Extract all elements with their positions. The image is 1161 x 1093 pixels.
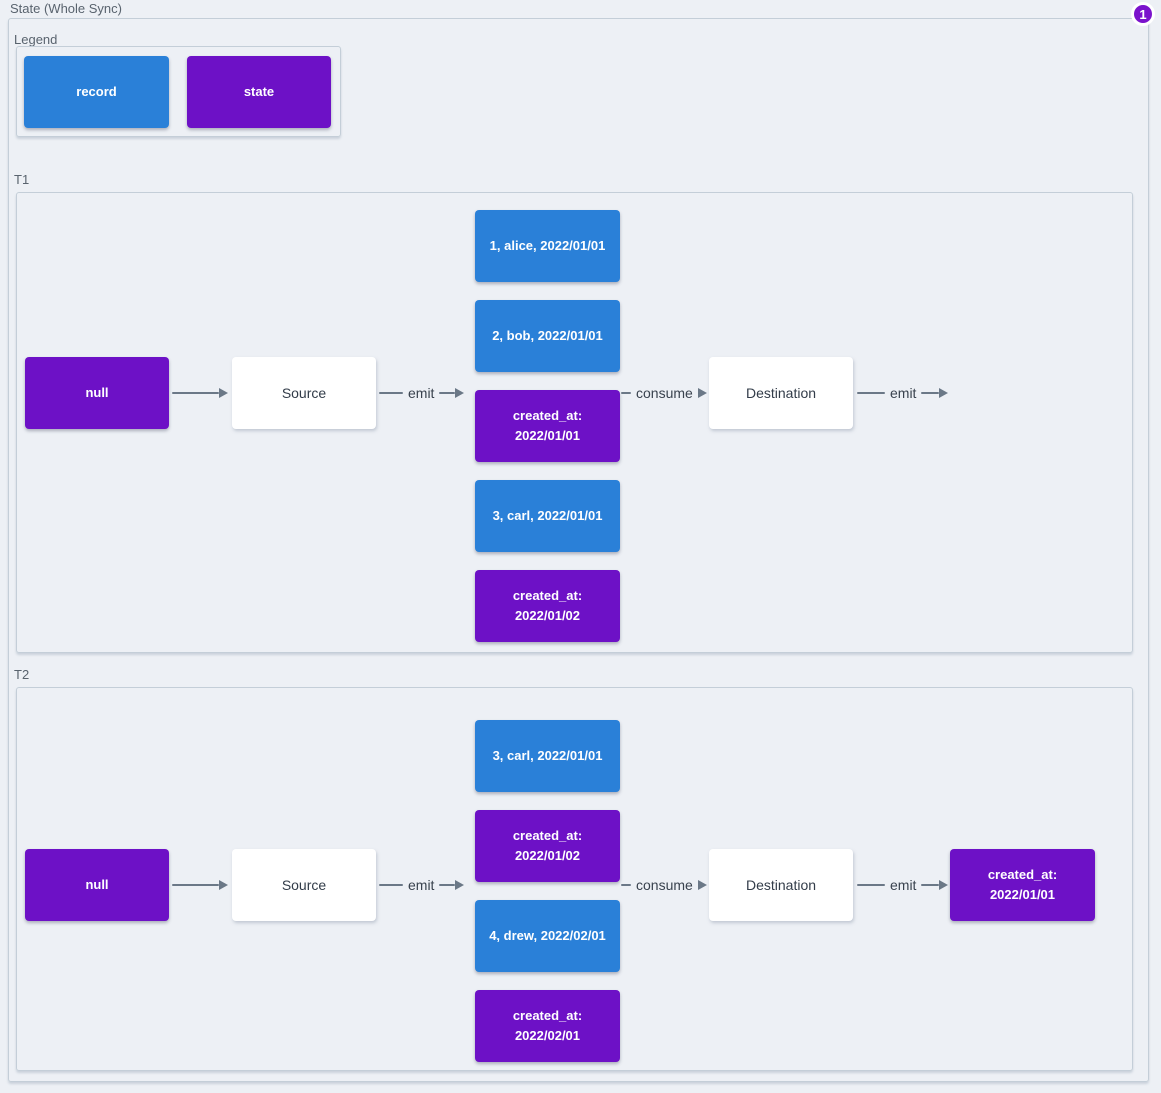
t2-emit-out-edge: emit	[857, 875, 949, 895]
legend-state-label: state	[243, 84, 275, 99]
legend-record-label: record	[76, 84, 117, 99]
t2-emit-edge-label: emit	[408, 877, 435, 893]
edge-line	[857, 392, 885, 394]
state-text-line2: 2022/01/02	[514, 848, 581, 863]
t2-stack-record-node: 3, carl, 2022/01/01	[475, 720, 620, 792]
record-text: 2, bob, 2022/01/01	[492, 328, 603, 343]
edge-line	[379, 392, 403, 394]
arrowhead-icon	[219, 880, 228, 890]
t1-emit-edge-label: emit	[408, 385, 435, 401]
t1-consume-edge: consume	[621, 383, 707, 403]
t1-stack-record-node: 1, alice, 2022/01/01	[475, 210, 620, 282]
arrowhead-icon	[697, 388, 707, 398]
t1-stack-record-node: 2, bob, 2022/01/01	[475, 300, 620, 372]
edge-line	[172, 392, 219, 394]
t2-box	[16, 687, 1133, 1071]
record-text: 3, carl, 2022/01/01	[492, 508, 603, 523]
t1-stack-state-node: created_at: 2022/01/02	[475, 570, 620, 642]
t1-consume-edge-label: consume	[636, 385, 693, 401]
edge-line	[857, 884, 885, 886]
record-text: 1, alice, 2022/01/01	[489, 238, 606, 253]
t1-box	[16, 192, 1133, 653]
t1-stack-state-node: created_at: 2022/01/01	[475, 390, 620, 462]
t2-initial-state-node: null	[25, 849, 169, 921]
edge-line	[921, 884, 940, 886]
state-text-line1: created_at:	[512, 828, 583, 843]
state-whole-sync-box	[8, 18, 1149, 1082]
t2-initial-state-label: null	[85, 877, 109, 892]
edge-line	[439, 884, 456, 886]
arrowhead-icon	[455, 388, 465, 398]
diagram-title: State (Whole Sync)	[10, 1, 122, 16]
t2-stack-state-node: created_at: 2022/02/01	[475, 990, 620, 1062]
state-text-line1: created_at:	[512, 408, 583, 423]
t2-destination-node: Destination	[709, 849, 853, 921]
arrowhead-icon	[939, 388, 949, 398]
t1-arrow-null-to-source	[172, 383, 228, 403]
legend-box	[16, 46, 341, 137]
t1-emit-out-edge-label: emit	[890, 385, 917, 401]
state-text-line2: 2022/01/02	[514, 608, 581, 623]
t1-stack-record-node: 3, carl, 2022/01/01	[475, 480, 620, 552]
edge-line	[921, 392, 940, 394]
t2-stack-record-node: 4, drew, 2022/02/01	[475, 900, 620, 972]
legend-label: Legend	[14, 32, 58, 47]
edge-line	[379, 884, 403, 886]
t2-source-node: Source	[232, 849, 376, 921]
t2-consume-edge: consume	[621, 875, 707, 895]
state-text-line1: created_at:	[512, 588, 583, 603]
edge-line	[172, 884, 219, 886]
t2-emit-edge: emit	[379, 875, 465, 895]
arrowhead-icon	[697, 880, 707, 890]
t1-source-node: Source	[232, 357, 376, 429]
edge-line	[439, 392, 456, 394]
t1-emit-edge: emit	[379, 383, 465, 403]
t2-label: T2	[14, 667, 30, 682]
state-text-line2: 2022/01/01	[514, 428, 581, 443]
legend-record-node: record	[24, 56, 169, 128]
t2-arrow-null-to-source	[172, 875, 228, 895]
t1-source-label: Source	[281, 385, 327, 401]
arrowhead-icon	[455, 880, 465, 890]
edge-line	[621, 884, 631, 886]
arrowhead-icon	[939, 880, 949, 890]
state-text-line2: 2022/02/01	[514, 1028, 581, 1043]
record-text: 3, carl, 2022/01/01	[492, 748, 603, 763]
t2-destination-label: Destination	[745, 877, 817, 893]
t1-destination-node: Destination	[709, 357, 853, 429]
t1-destination-label: Destination	[745, 385, 817, 401]
t1-initial-state-node: null	[25, 357, 169, 429]
record-text: 4, drew, 2022/02/01	[489, 928, 606, 943]
t1-initial-state-label: null	[85, 385, 109, 400]
arrowhead-icon	[219, 388, 228, 398]
t1-label: T1	[14, 172, 30, 187]
t2-consume-edge-label: consume	[636, 877, 693, 893]
edge-line	[621, 392, 631, 394]
state-text-line1: created_at:	[987, 867, 1058, 882]
state-text-line2: 2022/01/01	[989, 887, 1056, 902]
t2-emit-out-edge-label: emit	[890, 877, 917, 893]
legend-state-node: state	[187, 56, 331, 128]
t2-source-label: Source	[281, 877, 327, 893]
t2-emitted-state-node: created_at: 2022/01/01	[950, 849, 1095, 921]
annotation-badge-number: 1	[1139, 6, 1147, 22]
annotation-badge: 1	[1131, 2, 1155, 26]
t1-emit-out-edge: emit	[857, 383, 949, 403]
t2-stack-state-node: created_at: 2022/01/02	[475, 810, 620, 882]
state-text-line1: created_at:	[512, 1008, 583, 1023]
